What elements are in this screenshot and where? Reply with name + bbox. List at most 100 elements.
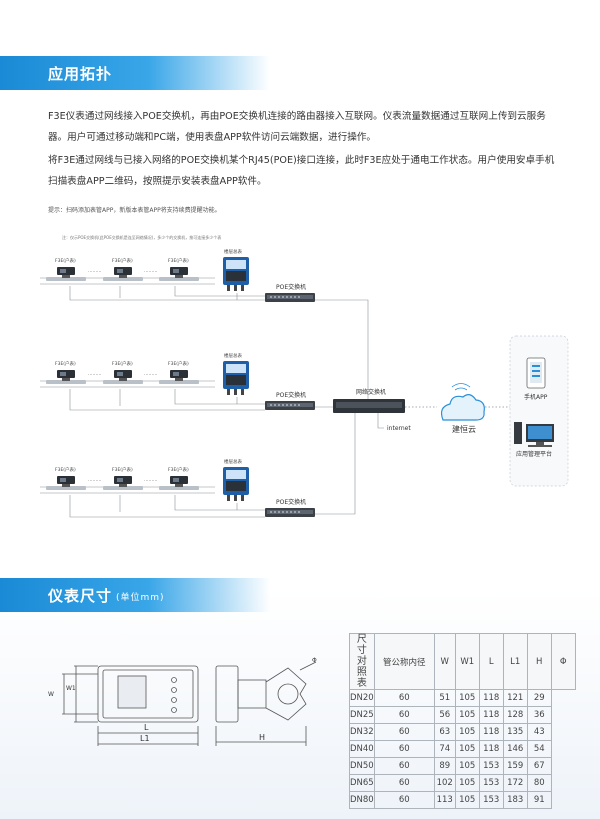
table-cell: 159 bbox=[502, 757, 528, 775]
table-cell: 80 bbox=[526, 774, 552, 792]
table-cell: 51 bbox=[433, 689, 456, 707]
dim-h-label: H bbox=[259, 733, 265, 742]
col-header: L bbox=[478, 633, 504, 690]
dim-w-label: W bbox=[48, 691, 54, 698]
table-cell: 29 bbox=[526, 689, 552, 707]
table-cell: DN65 bbox=[349, 774, 375, 792]
table-cell: 153 bbox=[478, 774, 504, 792]
svg-text:POE交换机: POE交换机 bbox=[276, 283, 306, 291]
svg-text:F3E(户表): F3E(户表) bbox=[112, 466, 133, 473]
table-cell: 118 bbox=[478, 689, 504, 707]
table-cell: 60 bbox=[373, 740, 435, 758]
svg-text:………: ……… bbox=[144, 478, 158, 483]
col-header: L1 bbox=[502, 633, 528, 690]
table-cell: 105 bbox=[454, 740, 480, 758]
diagram-note: 注：仅示POE交换机(此POE交换机是连至网络情况)，多少个的交换机，按可连接多… bbox=[62, 235, 222, 240]
table-cell: DN40 bbox=[349, 740, 375, 758]
table-cell: 128 bbox=[502, 706, 528, 724]
table-cell: 172 bbox=[502, 774, 528, 792]
table-cell: 135 bbox=[502, 723, 528, 741]
internet-label: internet bbox=[387, 425, 411, 432]
table-cell: 67 bbox=[526, 757, 552, 775]
table-cell: 105 bbox=[454, 791, 480, 809]
svg-text:楼层总表: 楼层总表 bbox=[224, 248, 242, 255]
dots-label: ……… ……… ……… ……… ……… ……… bbox=[88, 269, 158, 483]
table-cell: 121 bbox=[502, 689, 528, 707]
section-subtitle: (单位mm) bbox=[116, 593, 165, 603]
table-side-title: 尺 寸 对 照 表 bbox=[349, 633, 375, 690]
table-cell: 105 bbox=[454, 757, 480, 775]
network-switch-icon bbox=[333, 399, 405, 413]
table-cell: 153 bbox=[478, 791, 504, 809]
table-cell: DN50 bbox=[349, 757, 375, 775]
table-cell: 105 bbox=[454, 774, 480, 792]
table-cell: 153 bbox=[478, 757, 504, 775]
table-cell: 183 bbox=[502, 791, 528, 809]
table-cell: 118 bbox=[478, 723, 504, 741]
svg-text:F3E(户表): F3E(户表) bbox=[55, 360, 76, 367]
svg-text:………: ……… bbox=[88, 269, 102, 274]
table-cell: 105 bbox=[454, 723, 480, 741]
table-cell: DN20 bbox=[349, 689, 375, 707]
section-title: 应用拓扑 bbox=[48, 64, 113, 83]
svg-text:F3E(户表): F3E(户表) bbox=[55, 466, 76, 473]
table-cell: 60 bbox=[373, 791, 435, 809]
table-cell: 60 bbox=[373, 723, 435, 741]
network-switch-label: 网络交换机 bbox=[356, 388, 386, 396]
dim-l-label: L bbox=[144, 723, 149, 732]
phone-label: 手机APP bbox=[524, 393, 548, 401]
table-cell: 118 bbox=[478, 706, 504, 724]
table-cell: 89 bbox=[433, 757, 456, 775]
svg-text:………: ……… bbox=[88, 372, 102, 377]
table-cell: 54 bbox=[526, 740, 552, 758]
svg-text:………: ……… bbox=[88, 478, 102, 483]
col-header: W bbox=[433, 633, 456, 690]
svg-text:F3E(户表): F3E(户表) bbox=[168, 360, 189, 367]
table-cell: 56 bbox=[433, 706, 456, 724]
table-cell: 36 bbox=[526, 706, 552, 724]
dim-l1-label: L1 bbox=[140, 734, 150, 743]
svg-text:F3E(户表): F3E(户表) bbox=[168, 466, 189, 473]
topology-diagram: F3E(户表) F3E(户表) F3E(户表) F3E(户表) F3E(户表) … bbox=[40, 248, 569, 518]
poe-label: POE交换机 POE交换机 POE交换机 bbox=[276, 283, 306, 506]
pc-icon bbox=[514, 422, 554, 447]
dim-w1-label: W1 bbox=[66, 685, 76, 692]
dimension-drawing: W W1 L L1 H Φ bbox=[48, 657, 317, 746]
svg-text:F3E(户表): F3E(户表) bbox=[112, 360, 133, 367]
col-header: 管公称内径 bbox=[373, 633, 435, 690]
tip-text: 提示：扫码添加表管APP，新版本表管APP将支持续费提醒功能。 bbox=[48, 207, 221, 214]
table-cell: DN32 bbox=[349, 723, 375, 741]
table-cell: 60 bbox=[373, 774, 435, 792]
cloud-icon bbox=[440, 383, 485, 421]
pc-label: 应用管理平台 bbox=[516, 450, 552, 458]
table-header-row: 尺 寸 对 照 表 管公称内径 W W1 L L1 H Φ bbox=[349, 633, 576, 690]
table-cell: 102 bbox=[433, 774, 456, 792]
table-cell: 60 bbox=[373, 706, 435, 724]
table-cell: 74 bbox=[433, 740, 456, 758]
section-header-dimensions: 仪表尺寸 (单位mm) bbox=[0, 578, 270, 612]
meter-label: F3E(户表) F3E(户表) F3E(户表) F3E(户表) F3E(户表) … bbox=[55, 257, 189, 473]
col-header: Φ bbox=[550, 633, 576, 690]
svg-text:POE交换机: POE交换机 bbox=[276, 498, 306, 506]
col-header: H bbox=[526, 633, 552, 690]
section-header-topology: 应用拓扑 bbox=[0, 56, 270, 90]
table-cell: 60 bbox=[373, 689, 435, 707]
table-cell: 60 bbox=[373, 757, 435, 775]
table-cell: 91 bbox=[526, 791, 552, 809]
table-cell: 105 bbox=[454, 689, 480, 707]
svg-text:F3E(户表): F3E(户表) bbox=[168, 257, 189, 264]
svg-text:POE交换机: POE交换机 bbox=[276, 391, 306, 399]
setup-paragraph: 将F3E通过网线与已接入网络的POE交换机某个RJ45(POE)接口连接，此时F… bbox=[48, 155, 555, 187]
svg-text:楼层总表: 楼层总表 bbox=[224, 352, 242, 359]
table-cell: 118 bbox=[478, 740, 504, 758]
table-cell: DN25 bbox=[349, 706, 375, 724]
svg-text:F3E(户表): F3E(户表) bbox=[55, 257, 76, 264]
svg-text:………: ……… bbox=[144, 269, 158, 274]
